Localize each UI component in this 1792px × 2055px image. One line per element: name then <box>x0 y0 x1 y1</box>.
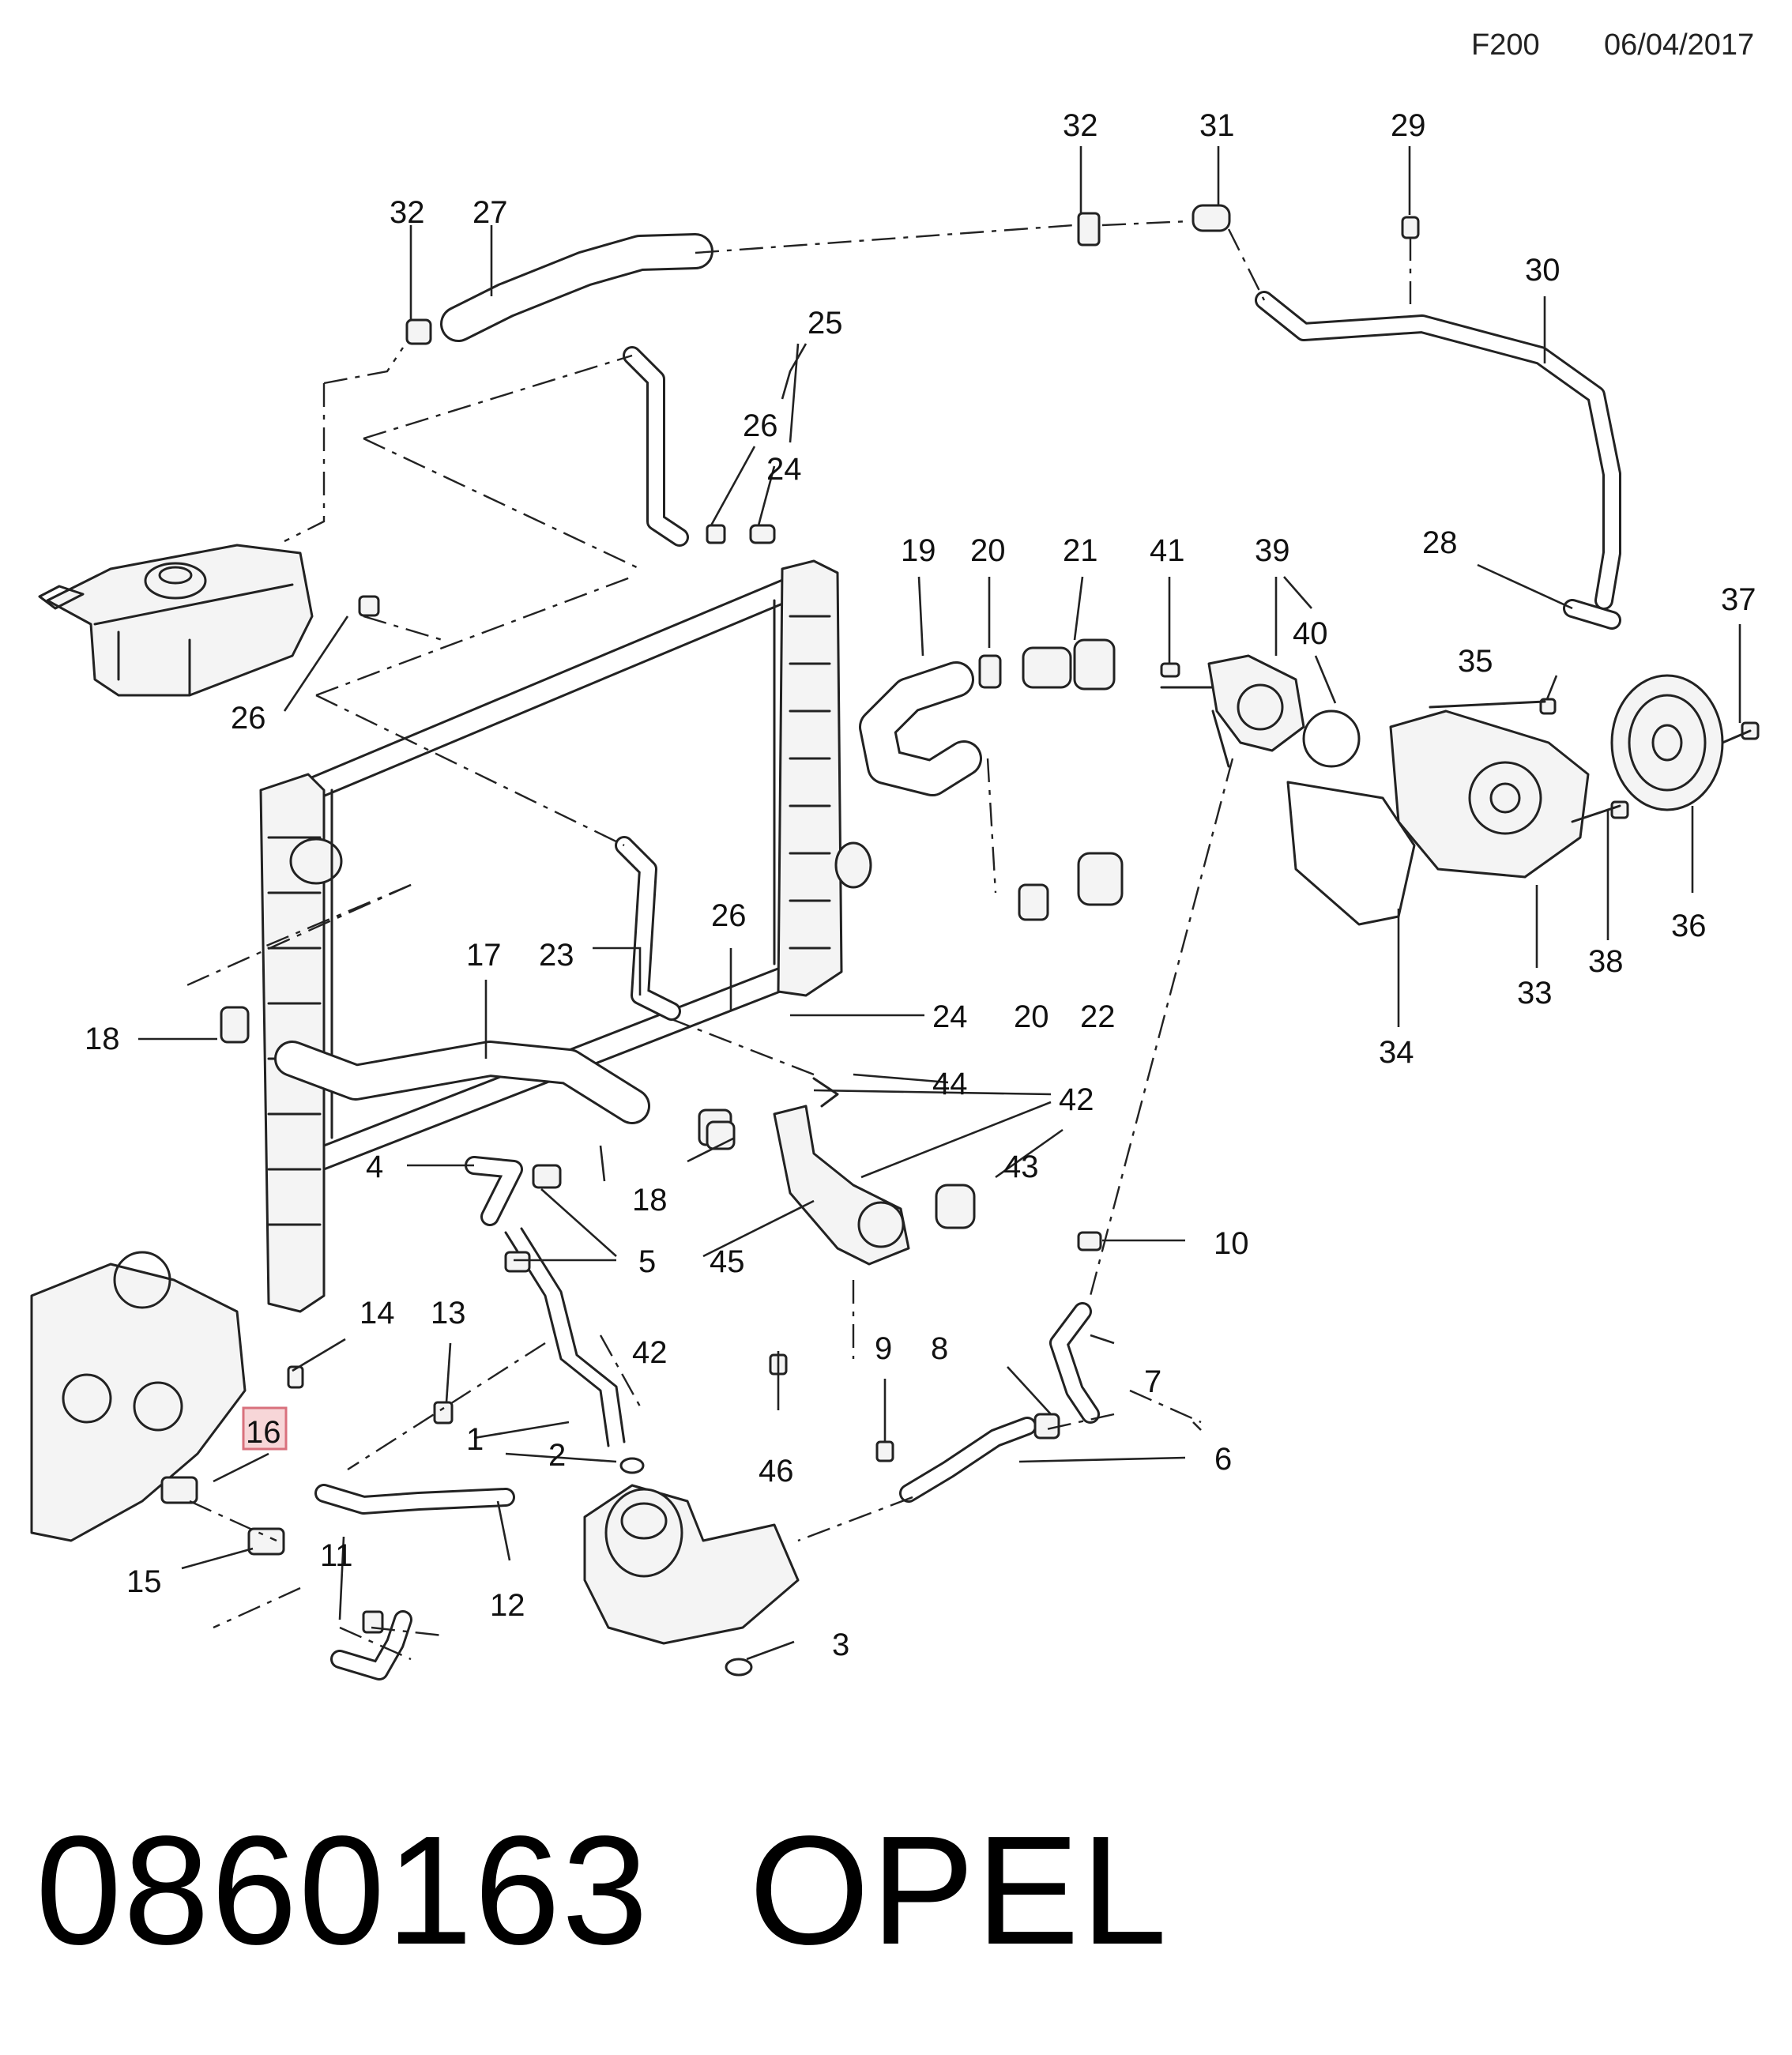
callout-29: 29 <box>1391 108 1426 143</box>
leader-lines <box>138 146 1741 1661</box>
hose-11 <box>330 1610 412 1681</box>
connection-lines <box>181 220 1412 1661</box>
callout-15: 15 <box>126 1564 162 1599</box>
callout-35: 35 <box>1458 644 1493 679</box>
hose-7 <box>1049 1302 1100 1424</box>
callout-8: 8 <box>931 1331 948 1366</box>
hose-19 <box>859 661 982 796</box>
callout-26b: 26 <box>231 701 266 736</box>
callout-16: 16 <box>246 1415 281 1450</box>
hose-12 <box>314 1484 515 1515</box>
callout-19: 19 <box>901 533 936 568</box>
callout-10: 10 <box>1214 1226 1249 1261</box>
callout-25: 25 <box>808 306 843 341</box>
callout-18a: 18 <box>85 1022 120 1056</box>
hose-28 <box>1563 599 1621 630</box>
callout-32b: 32 <box>390 195 425 230</box>
hose-30 <box>1255 291 1621 610</box>
callout-labels: 1 2 3 4 5 6 7 8 9 10 11 12 13 14 15 16 1… <box>85 108 1756 1662</box>
water-pump <box>1389 709 1590 879</box>
hose-4 <box>465 1156 523 1226</box>
hose-25 <box>623 346 689 547</box>
callout-39: 39 <box>1255 533 1290 568</box>
callout-30: 30 <box>1525 253 1560 288</box>
callout-5: 5 <box>638 1244 656 1279</box>
callout-27: 27 <box>472 195 508 230</box>
callout-2: 2 <box>548 1438 566 1473</box>
brand-name: OPEL <box>749 1804 1169 1977</box>
callout-33: 33 <box>1517 976 1553 1011</box>
callout-38: 38 <box>1588 944 1624 979</box>
callout-23: 23 <box>539 938 574 973</box>
callout-32a: 32 <box>1063 108 1098 143</box>
radiator <box>259 559 872 1313</box>
callout-31: 31 <box>1199 108 1235 143</box>
water-outlet-42 <box>773 1105 910 1266</box>
callout-13: 13 <box>431 1296 466 1330</box>
callout-18b: 18 <box>632 1183 668 1218</box>
callout-26a: 26 <box>743 408 778 443</box>
highlight-box-16 <box>242 1406 288 1451</box>
callout-22: 22 <box>1080 999 1116 1034</box>
oil-filter-housing <box>583 1484 800 1645</box>
callout-34: 34 <box>1379 1035 1414 1070</box>
callout-41: 41 <box>1150 533 1185 568</box>
callout-4: 4 <box>366 1150 383 1184</box>
callout-44: 44 <box>932 1067 968 1101</box>
expansion-tank <box>38 544 314 697</box>
cooling-system-diagram: 1 2 3 4 5 6 7 8 9 10 11 12 13 14 15 16 1… <box>30 108 1760 1681</box>
gasket-40 <box>1302 709 1361 768</box>
diagram-date: 06/04/2017 <box>1604 28 1755 62</box>
callout-24a: 24 <box>766 452 802 487</box>
hose-23 <box>615 836 681 1021</box>
callout-45: 45 <box>710 1244 745 1279</box>
turbo-manifold <box>30 1251 247 1542</box>
callout-9: 9 <box>875 1331 892 1366</box>
gasket-34 <box>1286 781 1416 926</box>
callout-21: 21 <box>1063 533 1098 568</box>
part-number: 0860163 <box>36 1804 650 1977</box>
callout-20b: 20 <box>1014 999 1049 1034</box>
hose-17 <box>274 1041 650 1124</box>
callout-3: 3 <box>832 1628 849 1662</box>
hose-27 <box>440 233 713 342</box>
callout-12: 12 <box>490 1588 525 1623</box>
hose-1 <box>504 1227 626 1447</box>
callout-7: 7 <box>1144 1364 1161 1399</box>
callout-20a: 20 <box>970 533 1006 568</box>
callout-14: 14 <box>360 1296 395 1330</box>
callout-17: 17 <box>466 938 502 973</box>
hose-6 <box>899 1417 1037 1503</box>
callout-36: 36 <box>1671 909 1707 943</box>
callout-46: 46 <box>759 1454 794 1489</box>
callout-6: 6 <box>1214 1442 1232 1477</box>
callout-42b: 42 <box>632 1335 668 1370</box>
callout-40: 40 <box>1293 616 1328 651</box>
callout-24b: 24 <box>932 999 968 1034</box>
callout-11: 11 <box>320 1538 353 1573</box>
diagram-code: F200 <box>1471 28 1540 62</box>
callout-26c: 26 <box>711 898 747 933</box>
callout-1: 1 <box>466 1422 484 1457</box>
pulley-36 <box>1610 674 1724 811</box>
callout-37: 37 <box>1721 582 1756 617</box>
callout-43: 43 <box>1003 1150 1039 1184</box>
callout-42a: 42 <box>1059 1082 1094 1117</box>
thermostat-housing <box>1160 654 1305 768</box>
callout-28: 28 <box>1422 525 1458 560</box>
